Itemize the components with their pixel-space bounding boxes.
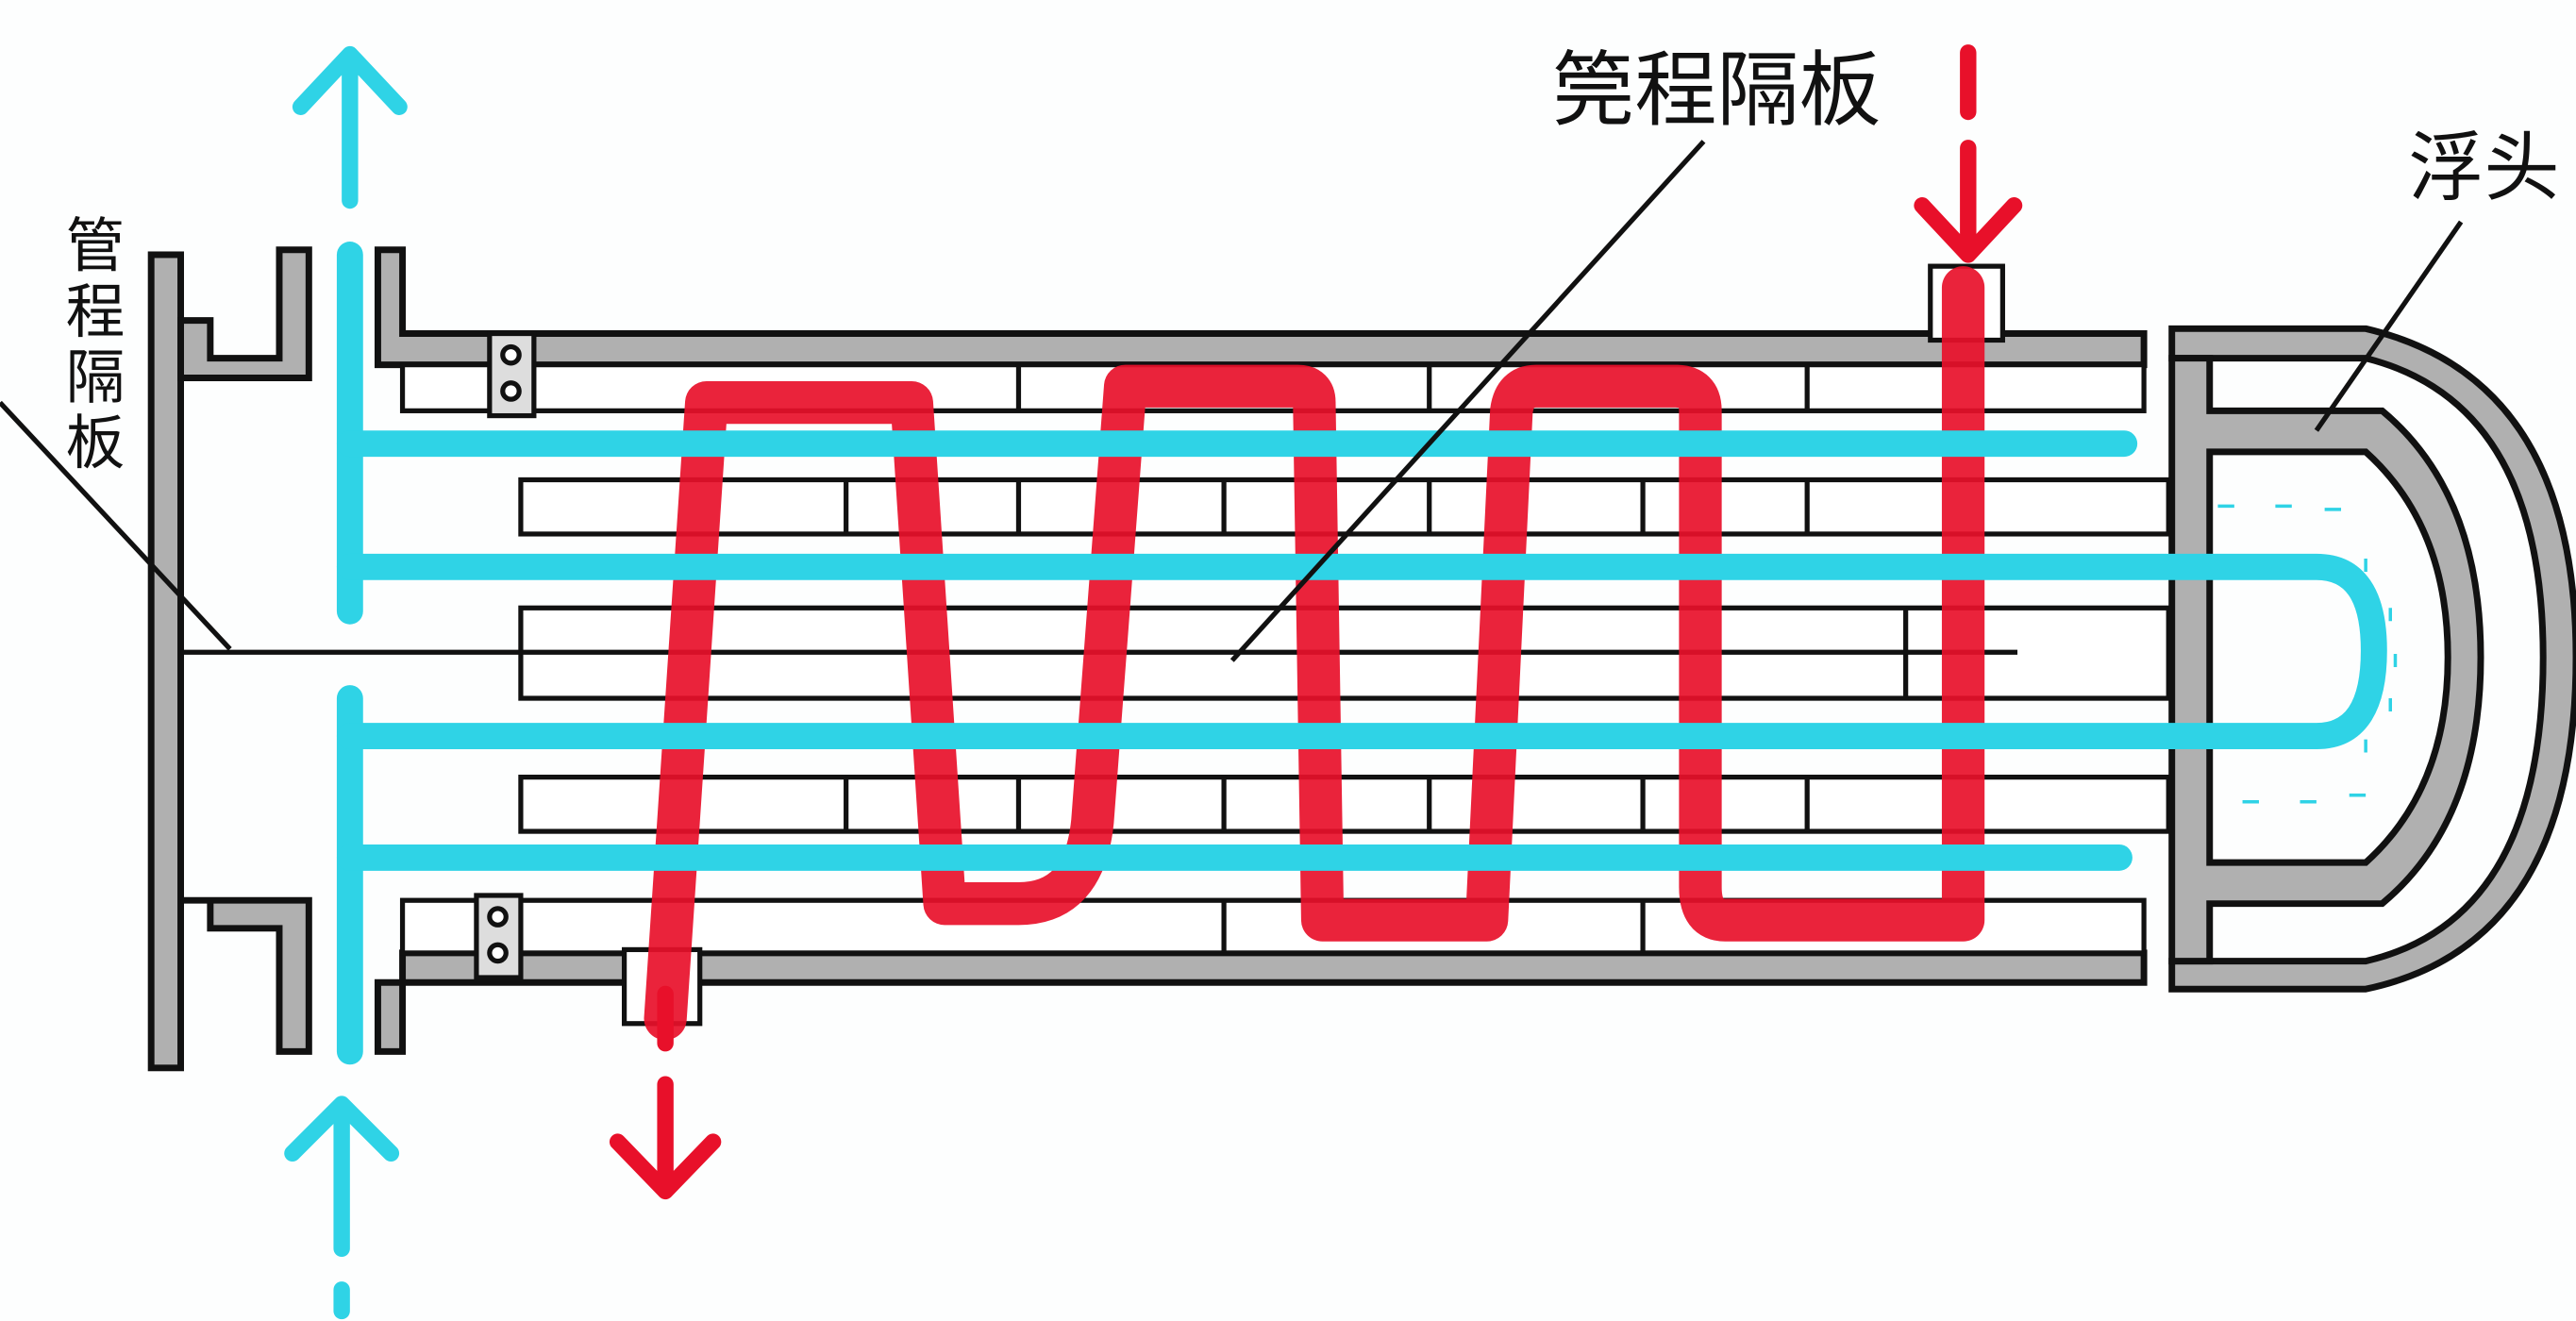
bottom-nozzle-flange bbox=[180, 896, 312, 1055]
label-left-partition: 管 程 隔 板 bbox=[66, 211, 125, 477]
floating-head bbox=[2168, 325, 2576, 993]
arrow-down-icon bbox=[1914, 44, 2023, 263]
flow-direction-arrows bbox=[2217, 504, 2398, 804]
shell-structure bbox=[147, 246, 2148, 1072]
label-top-partition: 筦程隔板 bbox=[1552, 42, 1881, 138]
bolts bbox=[474, 330, 537, 980]
svg-text:程: 程 bbox=[66, 277, 125, 346]
svg-text:板: 板 bbox=[66, 409, 125, 477]
left-tube-sheet bbox=[147, 251, 184, 1072]
leader-lines bbox=[0, 140, 2464, 662]
tube-side-flow bbox=[336, 242, 2387, 1065]
top-nozzle-flange bbox=[177, 246, 312, 382]
svg-text:隔: 隔 bbox=[66, 343, 125, 411]
shell-side-flow bbox=[644, 266, 1985, 1041]
label-floating-head: 浮头 bbox=[2408, 125, 2559, 212]
svg-text:管: 管 bbox=[66, 211, 125, 280]
arrow-up-icon bbox=[284, 1095, 400, 1320]
arrow-down-icon bbox=[609, 985, 722, 1200]
arrow-up-icon bbox=[292, 45, 408, 209]
shell-top-wall bbox=[374, 246, 2148, 369]
